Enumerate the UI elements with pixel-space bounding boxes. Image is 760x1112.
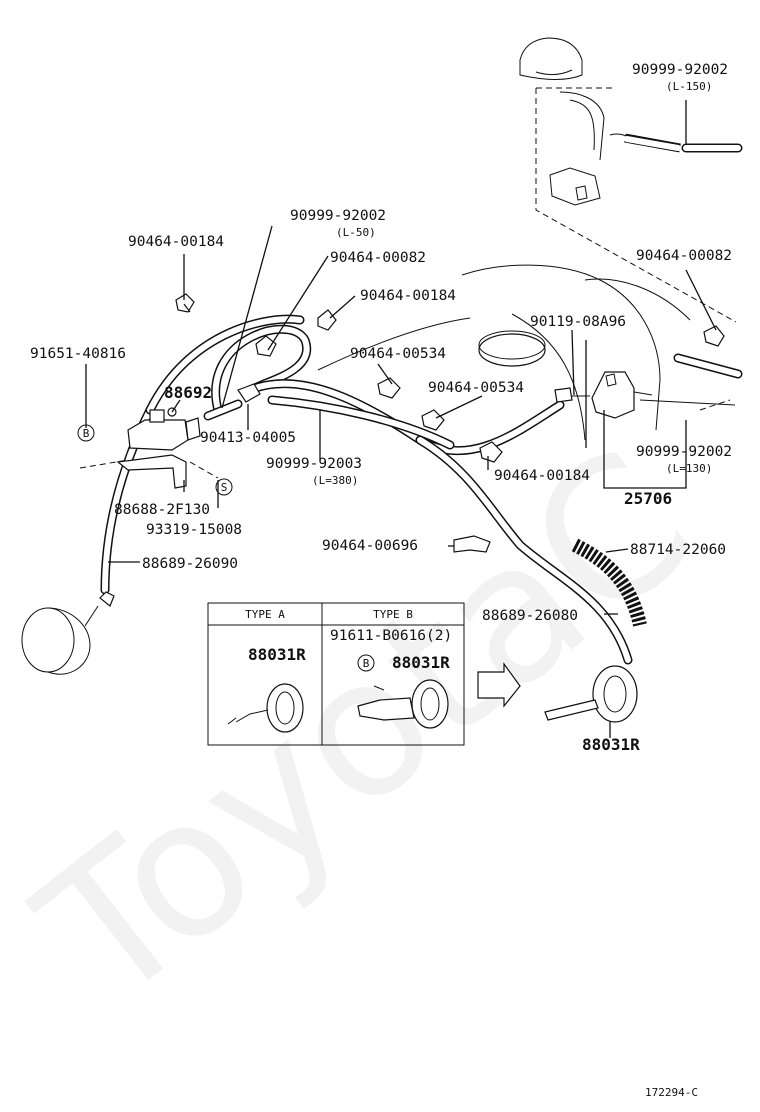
part-label-88714-22060: 88714-22060 xyxy=(630,542,726,558)
brake-booster xyxy=(21,605,99,675)
part-label-90999-92002-mid: 90999-92002 xyxy=(290,208,386,224)
vsv-25706 xyxy=(554,371,653,419)
callout-b-box xyxy=(357,654,375,672)
part-label-91651-40816: 91651-40816 xyxy=(30,346,126,362)
booster-88031r xyxy=(544,665,638,723)
diagram-reference: 172294-C xyxy=(645,1086,698,1099)
part-label-88031r-type-a: 88031R xyxy=(248,645,306,664)
part-length-l380: (L=380) xyxy=(312,474,358,487)
part-label-88689-26090: 88689-26090 xyxy=(142,556,238,572)
part-length-l130: (L=130) xyxy=(666,462,712,475)
part-label-90464-00184-c: 90464-00184 xyxy=(494,468,590,484)
part-label-90464-00184-b: 90464-00184 xyxy=(360,288,456,304)
part-label-88031r-main: 88031R xyxy=(582,735,640,754)
part-label-90999-92002-low: 90999-92002 xyxy=(636,444,732,460)
part-label-93319-15008: 93319-15008 xyxy=(146,522,242,538)
part-label-90464-00184-a: 90464-00184 xyxy=(128,234,224,250)
part-labels: 90999-92002 (L-150) 90999-92002 (L-50) 9… xyxy=(30,62,732,754)
callout-b-box-label: B xyxy=(363,657,370,670)
part-label-90464-00082-b: 90464-00082 xyxy=(636,248,732,264)
callout-b-left xyxy=(77,424,95,442)
part-label-90464-00696: 90464-00696 xyxy=(322,538,418,554)
leader-lines xyxy=(85,100,717,738)
pointer-arrow xyxy=(477,662,521,708)
part-label-90999-92003: 90999-92003 xyxy=(266,456,362,472)
part-label-88689-26080: 88689-26080 xyxy=(482,608,578,624)
part-label-88688-2f130: 88688-2F130 xyxy=(114,502,210,518)
part-label-91611-b0616: 91611-B0616(2) xyxy=(330,628,452,644)
part-length-l50: (L-50) xyxy=(336,226,376,239)
part-label-90413-04005: 90413-04005 xyxy=(200,430,296,446)
part-label-88031r-type-b: 88031R xyxy=(392,653,450,672)
part-label-88692: 88692 xyxy=(164,383,212,402)
callout-b-left-label: B xyxy=(83,427,90,440)
part-label-25706: 25706 xyxy=(624,489,672,508)
part-length-l150: (L-150) xyxy=(666,80,712,93)
vacuum-hoses xyxy=(100,314,743,665)
type-a-header: TYPE A xyxy=(245,608,285,621)
watermark: ToyotaC xyxy=(1,408,731,1046)
callout-s-left xyxy=(215,478,233,496)
type-box xyxy=(207,602,465,746)
part-label-90119-08a96: 90119-08A96 xyxy=(530,314,626,330)
part-label-90999-92002-top: 90999-92002 xyxy=(632,62,728,78)
callout-s-left-label: S xyxy=(221,481,228,494)
part-label-90464-00082-a: 90464-00082 xyxy=(330,250,426,266)
vsv-88692 xyxy=(79,407,219,489)
type-b-header: TYPE B xyxy=(373,608,413,621)
engine-outline xyxy=(317,264,736,441)
part-label-90464-00534-b: 90464-00534 xyxy=(428,380,524,396)
part-label-90464-00534-a: 90464-00534 xyxy=(350,346,446,362)
